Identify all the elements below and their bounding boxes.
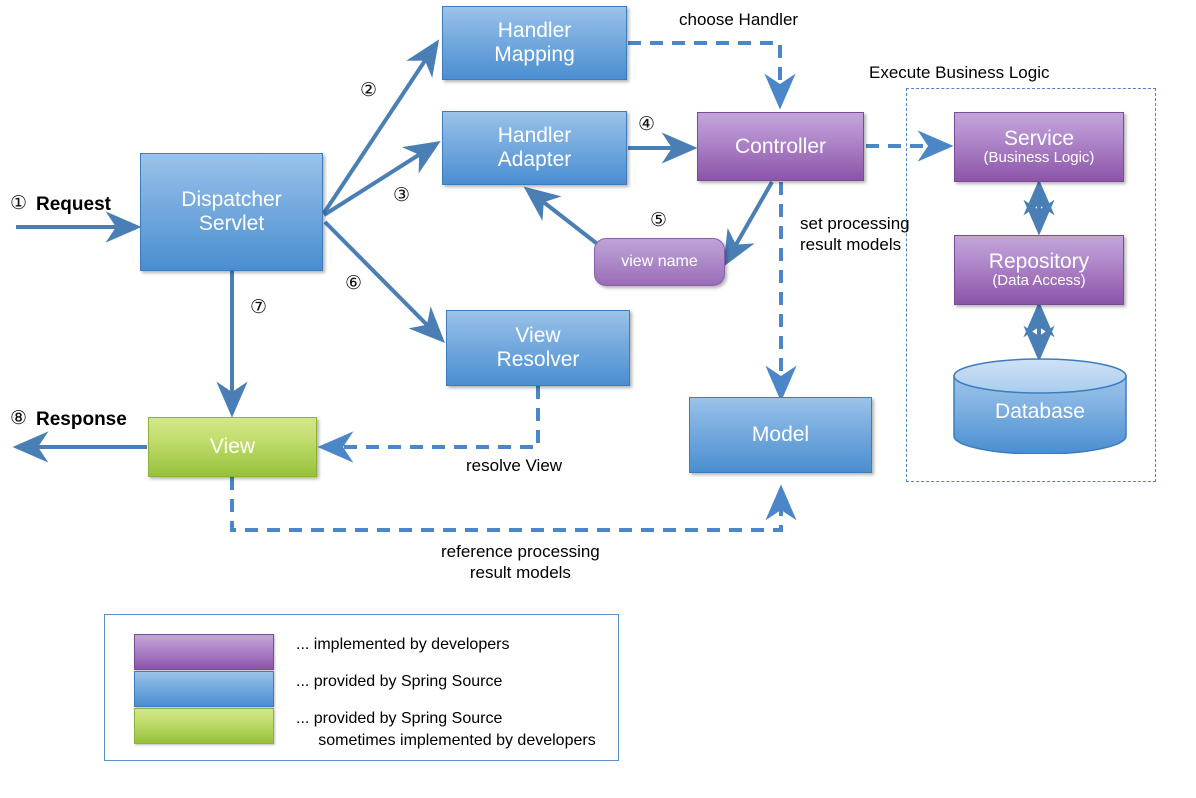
legend-text-blue: ... provided by Spring Source xyxy=(296,673,503,690)
resolve-view-label: resolve View xyxy=(466,456,563,475)
step-5-marker: ⑤ xyxy=(650,210,668,231)
service-line1: Service xyxy=(1003,126,1075,150)
handler-mapping-line1: Handler xyxy=(497,19,572,43)
node-view-resolver[interactable]: View Resolver xyxy=(446,310,630,386)
reference-processing-label: reference processing result models xyxy=(441,542,600,583)
legend-swatch-purple xyxy=(134,634,274,670)
node-dispatcher-servlet[interactable]: Dispatcher Servlet xyxy=(140,153,323,271)
model-label: Model xyxy=(751,423,810,447)
execute-business-logic-group xyxy=(906,88,1156,482)
view-label: View xyxy=(209,435,256,459)
view-resolver-line1: View xyxy=(515,324,561,348)
legend-swatch-green xyxy=(134,708,274,744)
legend-swatch-blue xyxy=(134,671,274,707)
step-3-marker: ③ xyxy=(393,185,411,206)
node-handler-mapping[interactable]: Handler Mapping xyxy=(442,6,627,80)
repository-line1: Repository xyxy=(988,249,1090,273)
legend-text-purple: ... implemented by developers xyxy=(296,636,510,653)
dispatcher-servlet-line1: Dispatcher xyxy=(181,188,282,212)
node-controller[interactable]: Controller xyxy=(697,112,864,181)
node-handler-adapter[interactable]: Handler Adapter xyxy=(442,111,627,185)
response-label: Response xyxy=(36,409,127,430)
set-processing-label: set processing result models xyxy=(800,214,910,255)
handler-mapping-line2: Mapping xyxy=(494,43,575,66)
database-label: Database xyxy=(995,400,1085,424)
controller-label: Controller xyxy=(734,134,827,158)
handler-adapter-line1: Handler xyxy=(497,124,572,148)
arrow-viewname-to-adapter xyxy=(523,186,602,248)
choose-handler-label: choose Handler xyxy=(679,10,799,29)
step-1-marker: ① xyxy=(10,193,28,214)
arrow-to-handler-mapping xyxy=(322,39,440,215)
legend-text-green: ... provided by Spring Source sometimes … xyxy=(296,710,596,749)
node-database[interactable]: Database xyxy=(952,358,1128,455)
node-model[interactable]: Model xyxy=(689,397,872,473)
node-view-name[interactable]: view name xyxy=(594,238,725,286)
dashed-view-to-model xyxy=(230,477,797,532)
legend-item-purple: ... implemented by developers xyxy=(134,634,509,670)
view-resolver-line2: Resolver xyxy=(496,348,580,371)
dashed-choose-handler xyxy=(628,41,796,110)
legend-item-green: ... provided by Spring Source sometimes … xyxy=(134,708,596,751)
request-label: Request xyxy=(36,194,111,215)
view-name-label: view name xyxy=(621,253,698,270)
step-2-marker: ② xyxy=(360,80,378,101)
step-6-marker: ⑥ xyxy=(345,273,363,294)
arrow-controller-to-viewname xyxy=(723,181,774,267)
legend-box: ... implemented by developers ... provid… xyxy=(104,614,619,761)
legend-item-blue: ... provided by Spring Source xyxy=(134,671,502,707)
dashed-resolve-view xyxy=(317,386,540,463)
arrow-to-view-resolver xyxy=(323,220,445,343)
dispatcher-servlet-line2: Servlet xyxy=(198,212,265,235)
service-line2: (Business Logic) xyxy=(983,149,1095,167)
node-service[interactable]: Service (Business Logic) xyxy=(954,112,1124,182)
step-4-marker: ④ xyxy=(638,114,656,135)
execute-business-logic-label: Execute Business Logic xyxy=(869,63,1050,82)
node-repository[interactable]: Repository (Data Access) xyxy=(954,235,1124,305)
repository-line2: (Data Access) xyxy=(992,272,1086,290)
step-8-marker: ⑧ xyxy=(10,408,28,429)
node-view[interactable]: View xyxy=(148,417,317,477)
handler-adapter-line2: Adapter xyxy=(497,148,572,171)
arrow-to-handler-adapter xyxy=(322,141,441,217)
step-7-marker: ⑦ xyxy=(250,297,268,318)
database-cylinder-icon xyxy=(953,358,1127,455)
